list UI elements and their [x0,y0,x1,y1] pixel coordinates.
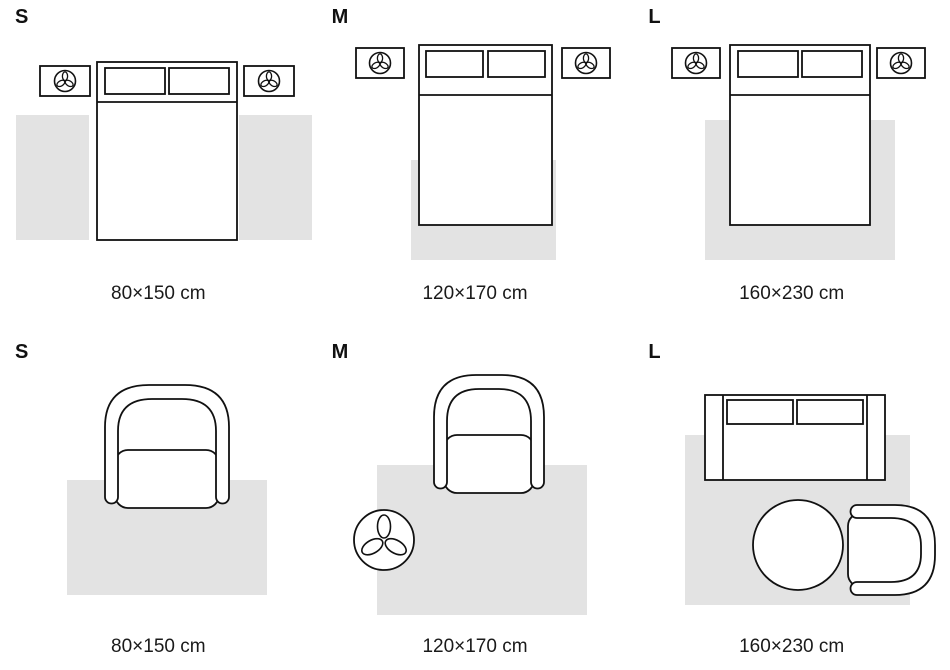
nightstand-left [671,47,722,79]
back-cushion [796,399,865,425]
panel-bedroom-large: L 160×230 cm [633,0,950,335]
pillow [424,50,484,78]
dimension-label: 120×170 cm [422,283,528,304]
panel-living-medium: M 120×170 cm [317,335,634,670]
pillow [168,67,230,95]
armchair [847,504,937,596]
pillow [801,50,864,78]
armchair [104,384,230,509]
armchair [432,374,545,494]
dimension-label: 80×150 cm [111,283,206,304]
nightstand-right [243,65,295,97]
sofa [704,394,887,481]
size-label: M [331,341,349,363]
nightstand-right [876,47,927,79]
dimension-label: 120×170 cm [422,636,528,657]
bedroom-large-diagram [671,44,927,260]
plant-icon [257,69,281,93]
plant-icon [890,51,913,75]
size-label: M [331,6,349,28]
plant-icon [53,69,77,93]
pillow [486,50,546,78]
nightstand-left [39,65,91,97]
living-medium-diagram [352,374,587,615]
back-cushion [726,399,795,425]
bed [96,61,238,241]
size-label: L [648,6,661,28]
size-label: S [15,341,29,363]
living-large-diagram [685,394,937,605]
bed [417,44,553,226]
plant-icon [685,51,708,75]
seat-cushion [114,449,220,509]
bedroom-small-diagram [16,61,312,241]
plant-icon [574,51,597,75]
bedside-rug-right [239,115,312,240]
size-label: L [648,341,661,363]
nightstand-right [560,47,611,79]
dimension-label: 160×230 cm [739,636,845,657]
living-small-diagram [67,384,267,595]
coffee-table [752,499,845,591]
bed [729,44,872,226]
plant-icon [368,51,391,75]
armchair-back [104,384,230,505]
panel-living-small: S 80×150 cm [0,335,317,670]
armchair-back [432,374,545,490]
bedroom-medium-diagram [354,44,611,260]
plant-icon [352,509,415,571]
seat-cushion [442,434,535,494]
dimension-label: 160×230 cm [739,283,845,304]
dimension-label: 80×150 cm [111,636,206,657]
armchair-back [849,504,937,596]
pillow [104,67,166,95]
panel-bedroom-medium: M 120×170 cm [317,0,634,335]
nightstand-left [354,47,405,79]
pillow [737,50,800,78]
size-label: S [15,6,29,28]
bedside-rug-left [16,115,89,240]
panel-bedroom-small: S 80×150 cm [0,0,317,335]
panel-living-large: L 160×230 cm [633,335,950,670]
